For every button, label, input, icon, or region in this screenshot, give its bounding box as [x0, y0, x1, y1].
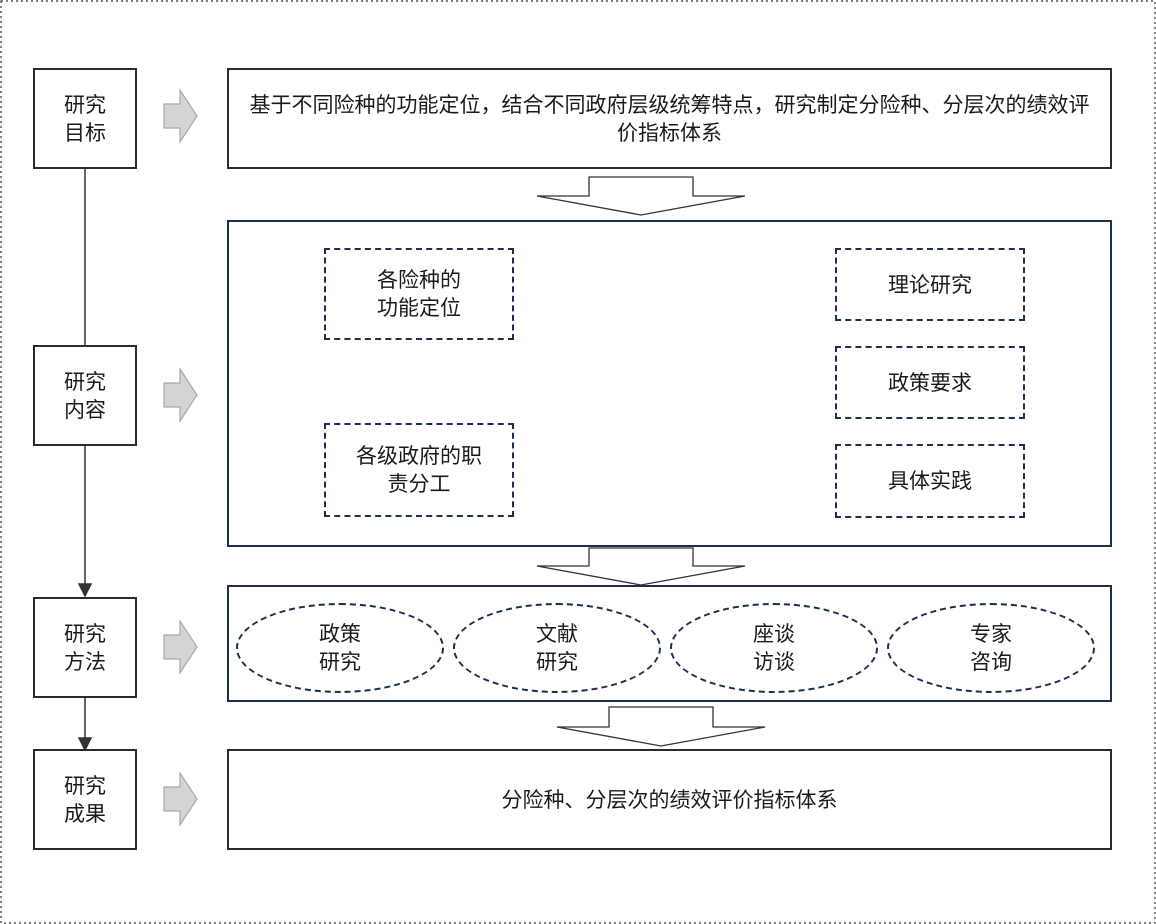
stage-label: 研究 成果: [64, 773, 106, 826]
method-literature-research: 文献 研究: [453, 603, 661, 693]
goal-box: 基于不同险种的功能定位，结合不同政府层级统筹特点，研究制定分险种、分层次的绩效评…: [227, 68, 1112, 169]
stage-label: 研究 内容: [64, 369, 106, 422]
result-box: 分险种、分层次的绩效评价指标体系: [227, 749, 1112, 850]
right-arrow-icon: [163, 87, 198, 145]
stage-label: 研究 方法: [64, 621, 106, 674]
down-arrow-icon: [556, 706, 766, 747]
right-arrow-icon: [163, 366, 198, 424]
stage-box-method: 研究 方法: [33, 597, 137, 698]
down-block-arrows: [536, 176, 766, 747]
stage-label: 研究 目标: [64, 92, 106, 145]
content-item-policy: 政策要求: [835, 346, 1025, 419]
content-item-government-duties: 各级政府的职 责分工: [324, 423, 514, 517]
method-policy-research: 政策 研究: [236, 603, 444, 693]
method-interview: 座谈 访谈: [670, 603, 878, 693]
flow-arrowhead: [77, 737, 93, 752]
down-arrow-icon: [536, 547, 746, 586]
right-arrow-icon: [163, 770, 198, 828]
stage-box-goal: 研究 目标: [33, 68, 137, 169]
right-arrow-icon: [163, 618, 198, 676]
down-arrow-icon: [536, 176, 746, 216]
grey-right-arrows: [163, 87, 198, 828]
method-expert-consultation: 专家 咨询: [887, 603, 1095, 693]
stage-box-result: 研究 成果: [33, 749, 137, 850]
content-item-theory: 理论研究: [835, 248, 1025, 321]
goal-text: 基于不同险种的功能定位，结合不同政府层级统筹特点，研究制定分险种、分层次的绩效评…: [249, 92, 1090, 145]
stage-box-content: 研究 内容: [33, 345, 137, 446]
result-text: 分险种、分层次的绩效评价指标体系: [501, 787, 838, 812]
flow-arrowhead: [77, 583, 93, 598]
content-item-practice: 具体实践: [835, 444, 1025, 518]
content-item-insurance-function: 各险种的 功能定位: [324, 248, 514, 340]
